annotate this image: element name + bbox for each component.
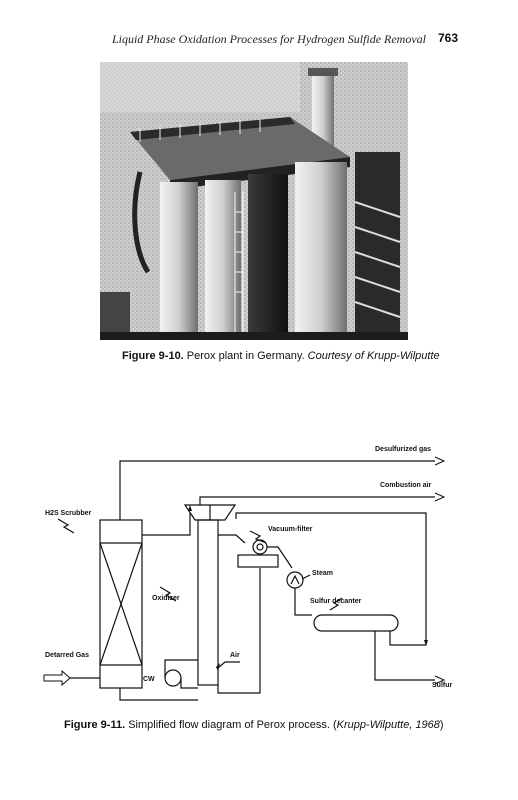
caption-credit-2: Krupp-Wilputte, 1968 — [336, 719, 440, 731]
label-sulfur-decanter: Sulfur decanter — [310, 598, 362, 605]
running-title: Liquid Phase Oxidation Processes for Hyd… — [111, 32, 426, 46]
figure-9-11-caption: Figure 9-11. Simplified flow diagram of … — [64, 719, 444, 731]
caption-end: ) — [439, 719, 444, 731]
label-desulfurized-gas: Desulfurized gas — [375, 446, 431, 453]
label-air: Air — [230, 652, 240, 659]
page-header: Liquid Phase Oxidation Processes for Hyd… — [0, 30, 518, 50]
label-vacuum-filter: Vacuum-filter — [268, 526, 313, 533]
label-combustion-air: Combustion air — [380, 482, 432, 489]
label-sulfur: Sulfur — [432, 682, 452, 689]
caption-credit: Courtesy of Krupp-Wilputte — [307, 350, 440, 362]
label-h2s-scrubber: H2S Scrubber — [45, 510, 92, 517]
figure-label-2: Figure 9-11. — [64, 719, 126, 731]
figure-9-10-caption: Figure 9-10. Perox plant in Germany. Cou… — [122, 350, 440, 362]
label-oxidizer: Oxidizer — [152, 595, 180, 602]
label-cw: CW — [143, 676, 155, 683]
figure-label: Figure 9-10. — [122, 350, 184, 362]
caption-text-2: Simplified flow diagram of Perox process… — [125, 719, 337, 731]
caption-text: Perox plant in Germany. — [183, 350, 308, 362]
perox-plant-photo — [100, 62, 408, 340]
perox-flow-diagram: Desulfurized gas Combustion air H2S Scru… — [43, 446, 452, 701]
page-number: 763 — [437, 31, 458, 45]
label-steam: Steam — [312, 570, 333, 577]
label-detarred-gas: Detarred Gas — [45, 652, 89, 659]
